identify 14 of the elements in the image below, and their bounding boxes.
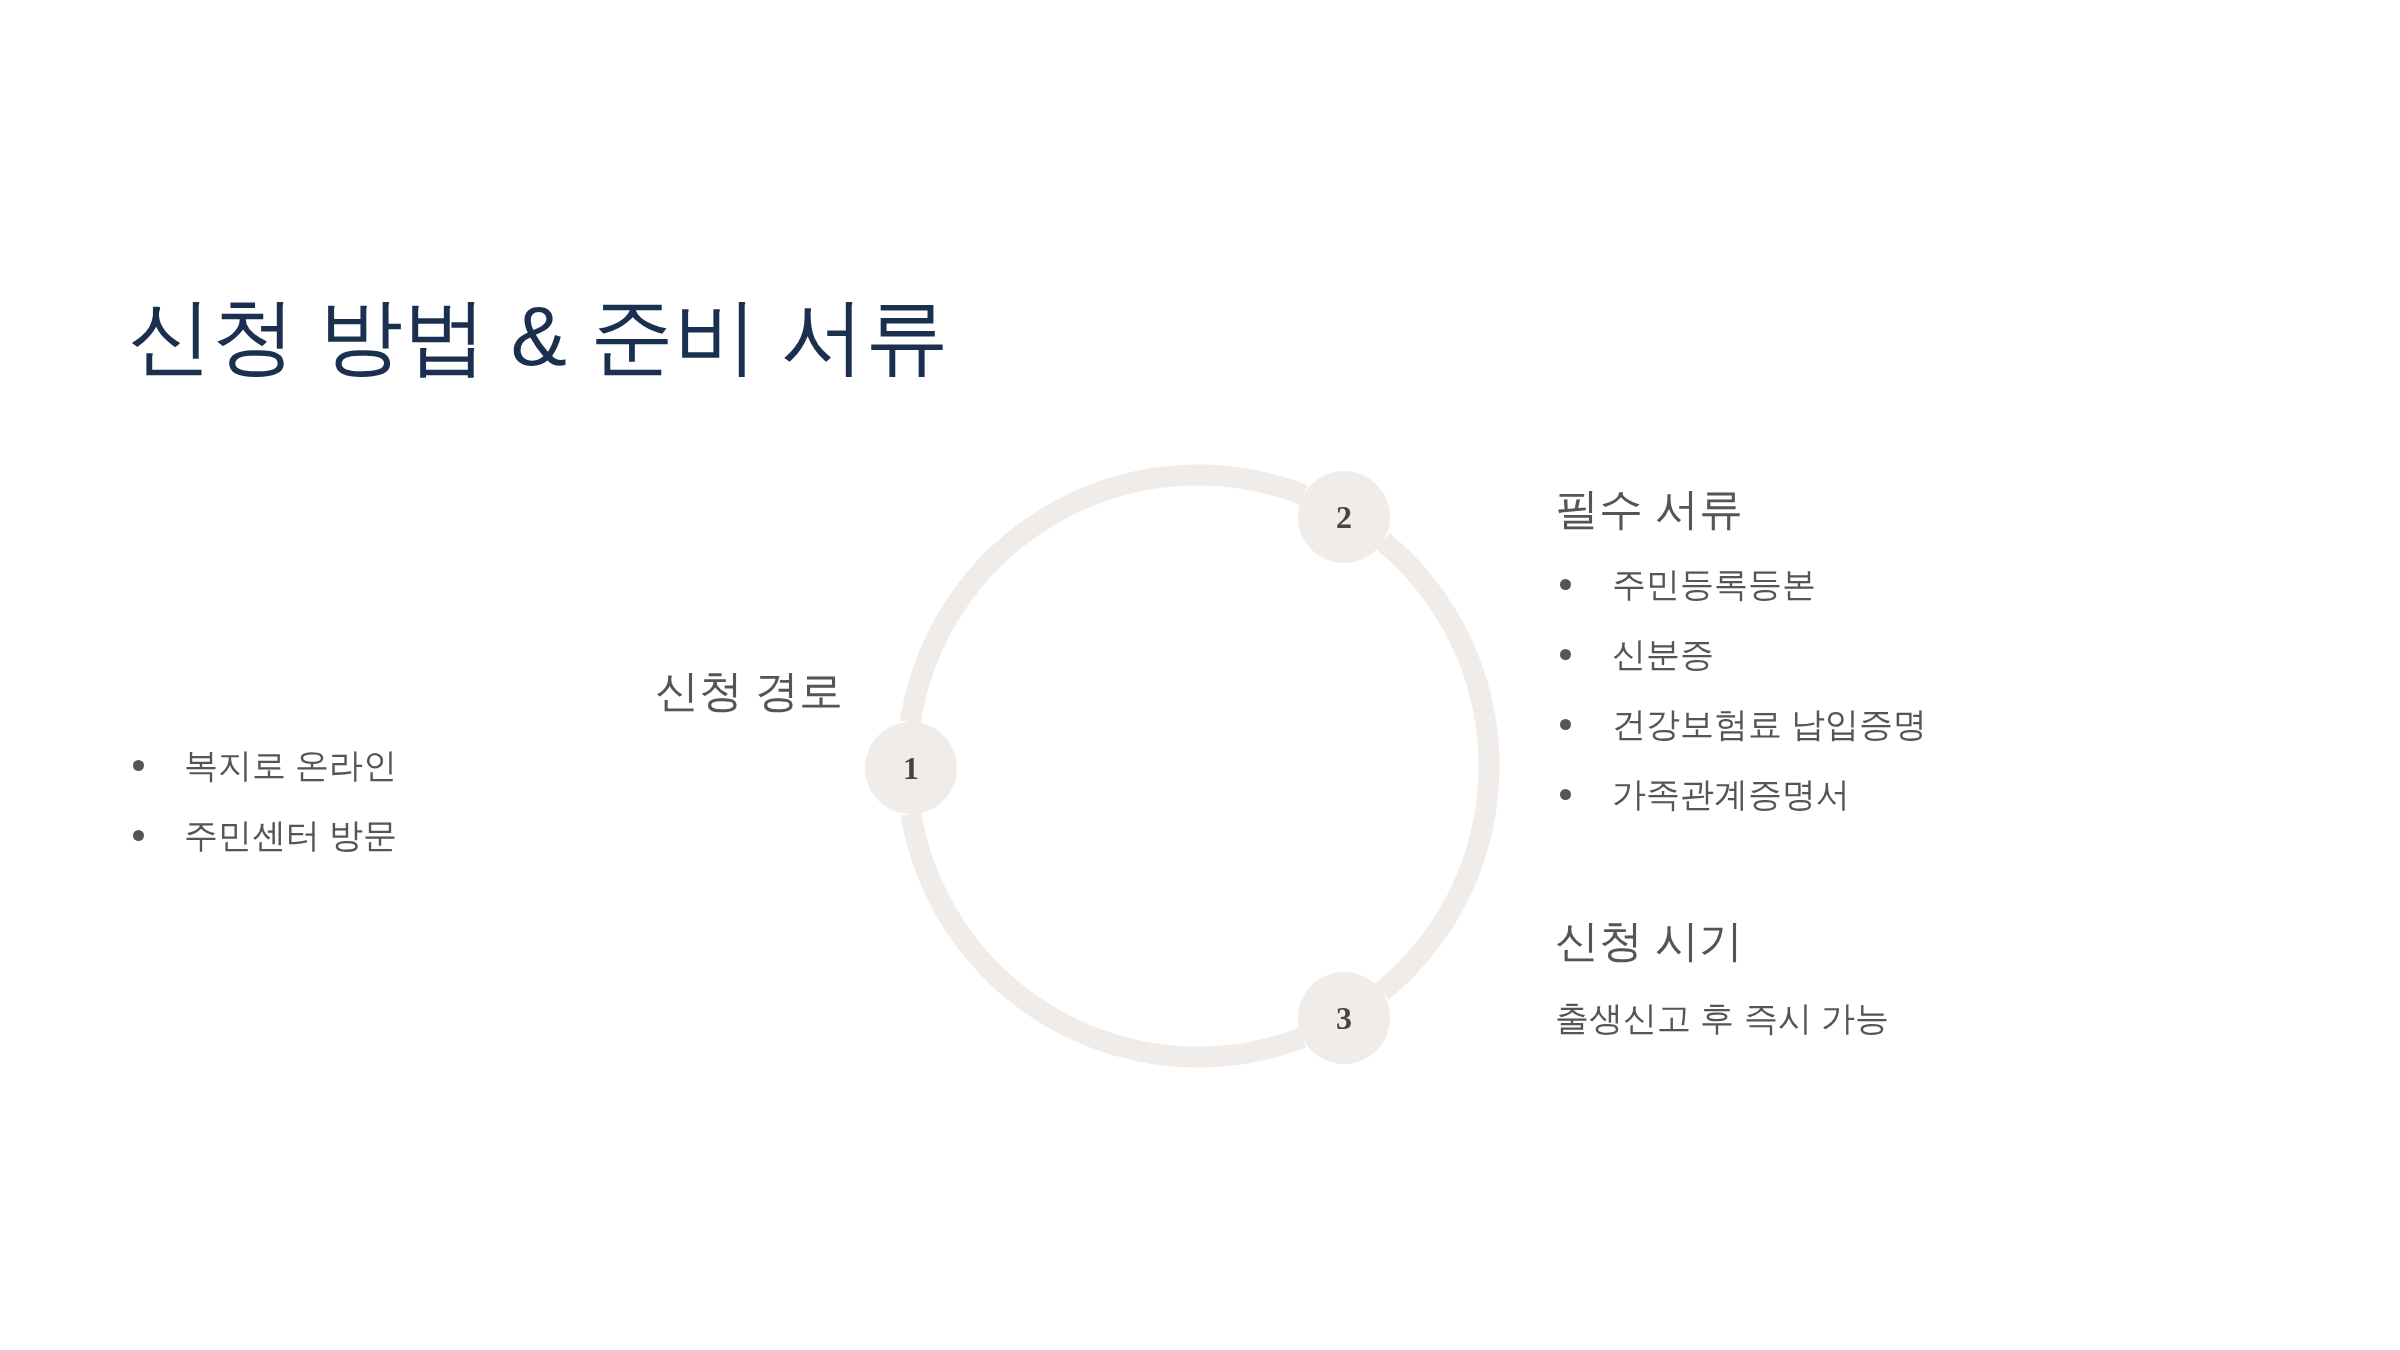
section-heading: 신청 시기	[1555, 915, 1744, 967]
list-item-text: 신분증	[1612, 634, 1714, 675]
step-number: 2	[1336, 498, 1352, 536]
list-item-text: 복지로 온라인	[184, 745, 398, 786]
slide-title: 신청 방법 & 준비 서류	[128, 288, 950, 385]
step-number: 1	[903, 749, 919, 787]
section-heading: 필수 서류	[1555, 483, 1744, 535]
list-item-text: 건강보험료 납입증명	[1612, 704, 1928, 745]
step-number: 3	[1336, 999, 1352, 1037]
list-item-text: 가족관계증명서	[1612, 774, 1850, 815]
description-text: 출생신고 후 즉시 가능	[1555, 998, 1890, 1039]
list-item-text: 주민등록등본	[1612, 564, 1816, 605]
section-heading: 신청 경로	[655, 665, 844, 717]
list-item-text: 주민센터 방문	[184, 815, 398, 856]
